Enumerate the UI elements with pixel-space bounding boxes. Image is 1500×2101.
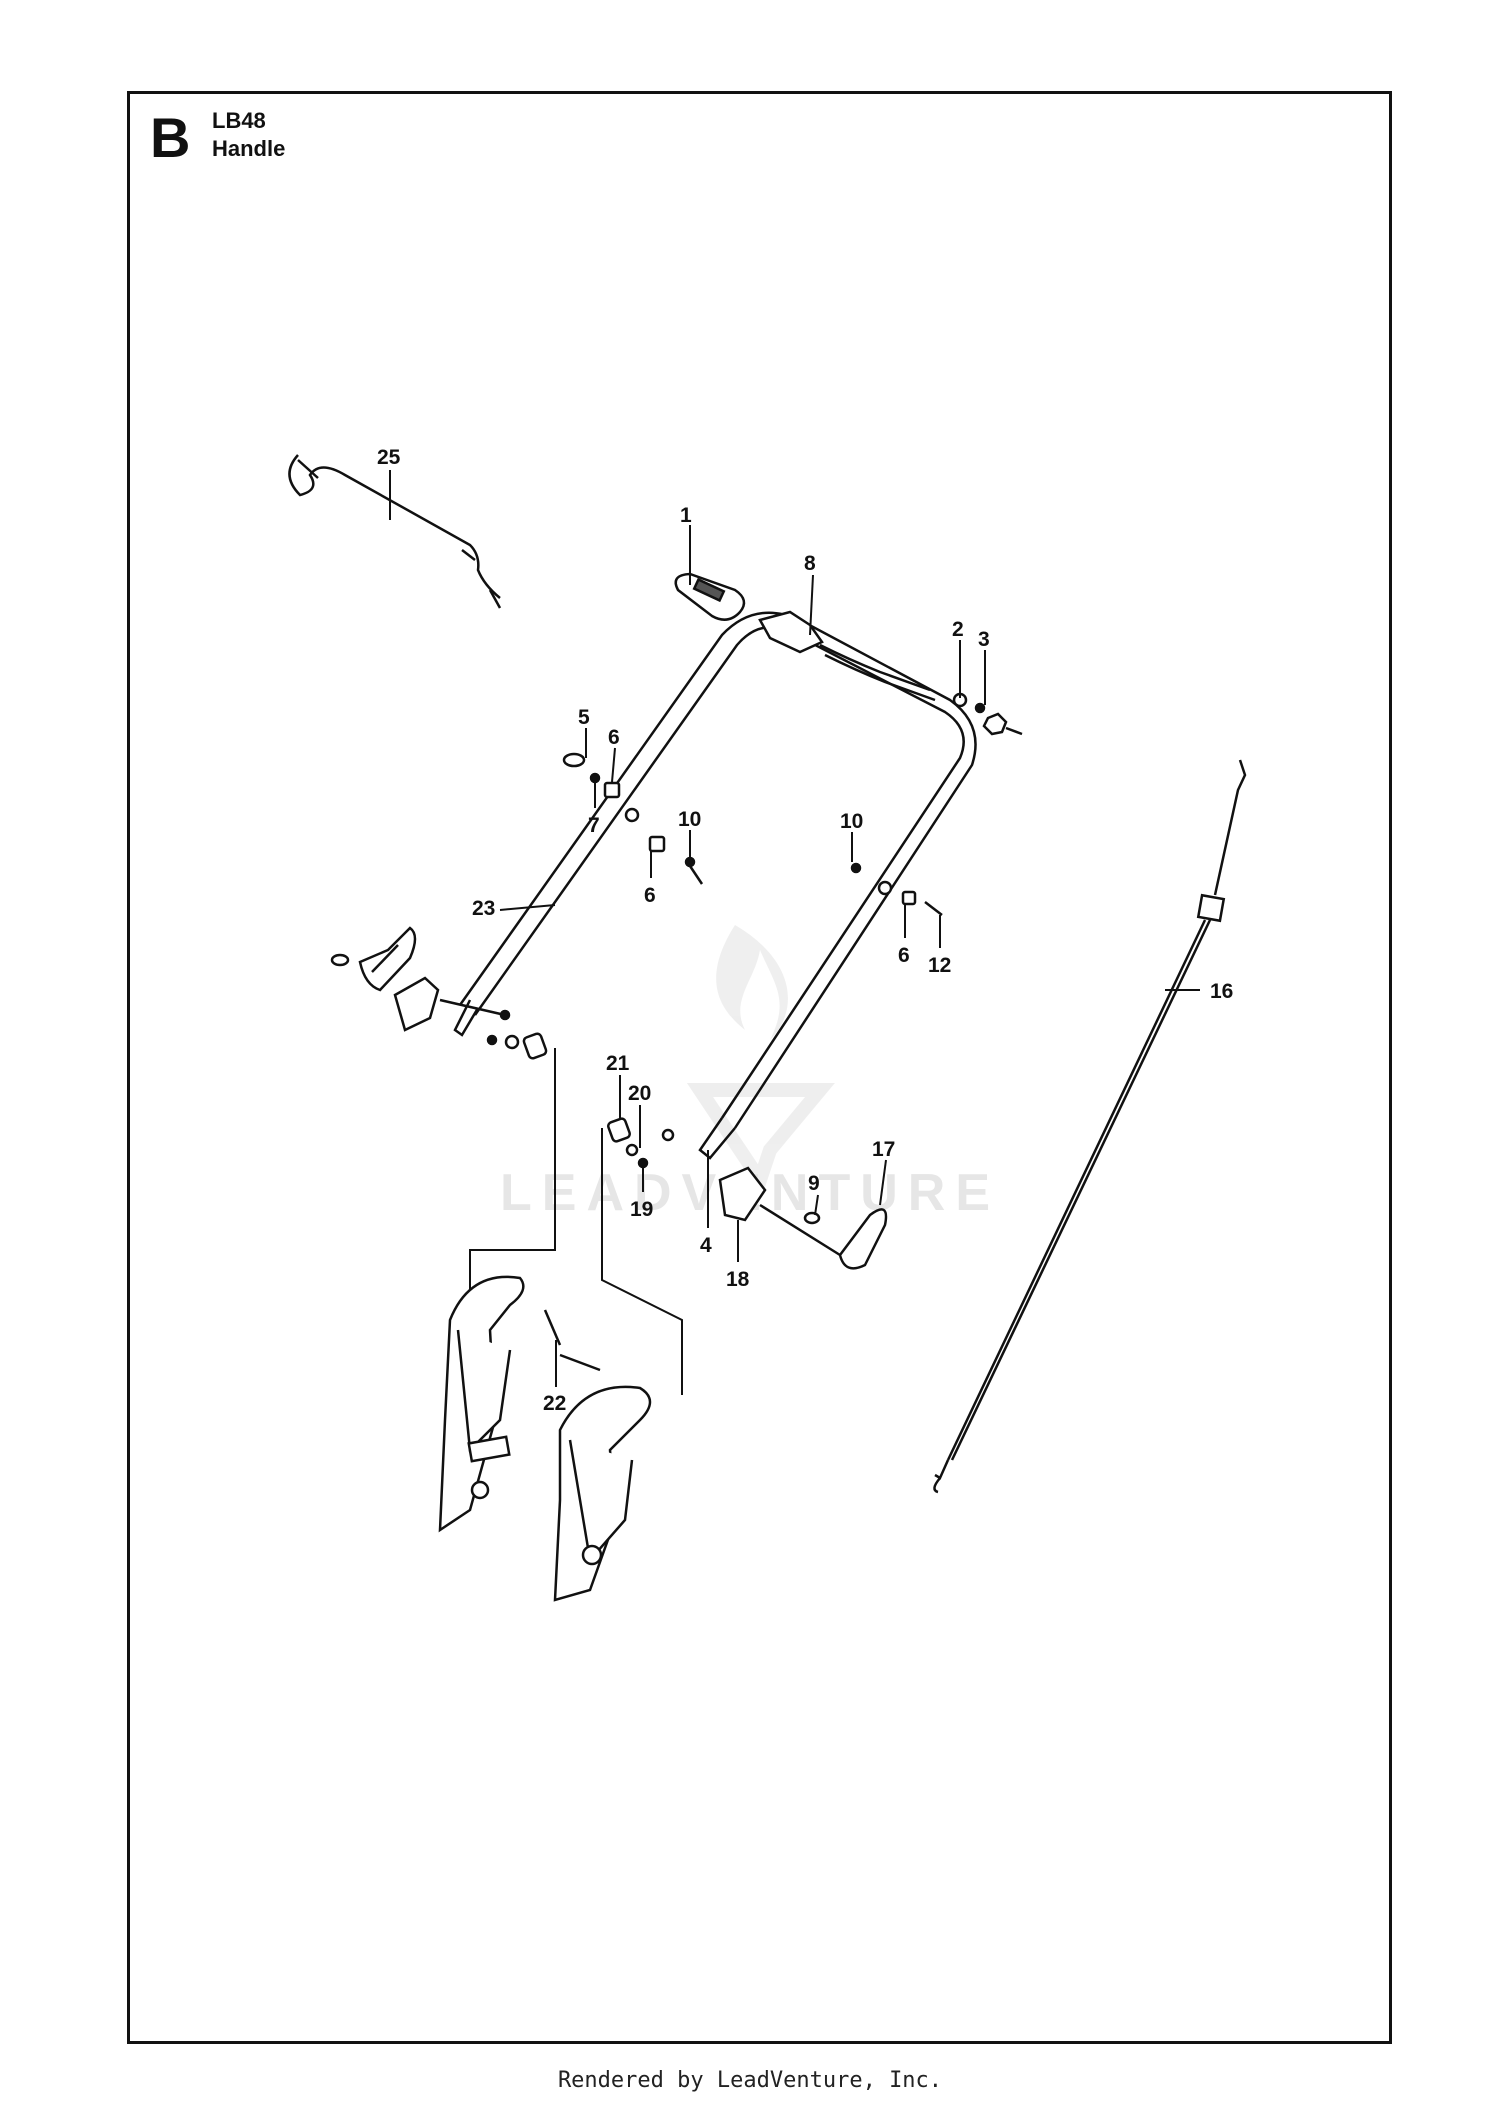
callout-25: 25 — [377, 446, 401, 469]
callout-22: 22 — [543, 1392, 566, 1415]
footer-credit: Rendered by LeadVenture, Inc. — [557, 2068, 943, 2093]
model-label: LB48 — [212, 108, 266, 133]
callout-9: 9 — [808, 1172, 820, 1195]
exploded-view-lines — [469, 1048, 683, 1395]
callout-16: 16 — [1210, 980, 1233, 1003]
callout-3: 3 — [978, 628, 990, 651]
callout-21: 21 — [606, 1052, 630, 1075]
leader-lines — [389, 470, 1200, 1387]
callout-1: 1 — [680, 504, 692, 527]
callout-6a: 6 — [608, 726, 620, 749]
callout-10b: 10 — [840, 810, 863, 833]
callout-4: 4 — [700, 1234, 712, 1257]
right-bracket-part — [553, 1353, 652, 1602]
callout-12: 12 — [928, 954, 951, 977]
section-letter: B — [150, 106, 191, 169]
callout-23: 23 — [472, 897, 495, 920]
right-knob-assembly — [606, 1117, 888, 1270]
left-hardware — [562, 752, 704, 885]
diagram-title: Handle — [212, 136, 286, 161]
left-knob-assembly — [330, 926, 548, 1060]
control-cable-part — [288, 454, 502, 609]
right-hardware — [850, 862, 943, 916]
callout-17: 17 — [872, 1138, 895, 1161]
callout-10a: 10 — [678, 808, 701, 831]
cable-rod-part — [933, 759, 1247, 1494]
callout-18: 18 — [726, 1268, 750, 1291]
watermark-logo-icon — [686, 925, 835, 1196]
callout-5: 5 — [578, 706, 590, 729]
callout-6b: 6 — [644, 884, 656, 907]
diagram-frame — [127, 91, 1392, 2044]
left-bracket-part — [438, 1275, 562, 1533]
callout-19: 19 — [630, 1198, 653, 1221]
handle-bar-part — [453, 611, 977, 1160]
grip-part — [674, 572, 936, 702]
callout-7: 7 — [588, 814, 600, 837]
callout-8: 8 — [804, 552, 816, 575]
callout-20: 20 — [628, 1082, 651, 1105]
callouts: 1 2 3 4 5 6 6 6 7 8 9 10 10 12 16 17 18 … — [377, 446, 1233, 1415]
callout-2: 2 — [952, 618, 964, 641]
callout-6c: 6 — [898, 944, 910, 967]
